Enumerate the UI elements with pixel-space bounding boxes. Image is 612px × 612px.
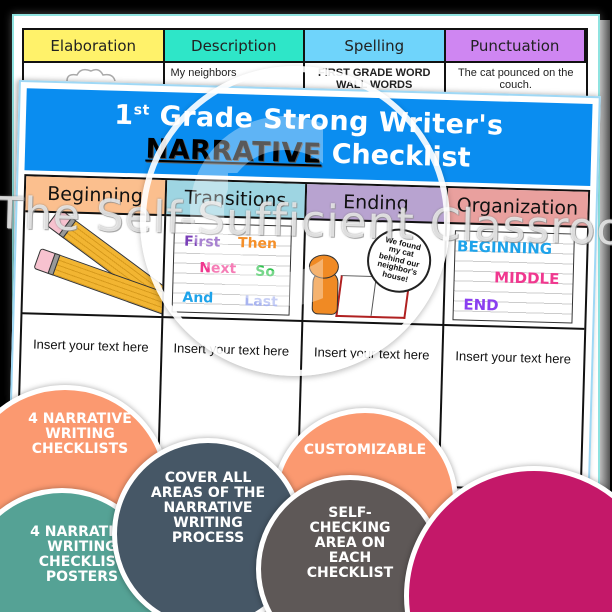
title-grade-suffix: st bbox=[133, 102, 151, 119]
page-title-line2: NARRATIVE Checklist bbox=[145, 134, 471, 174]
back-header-elaboration: Elaboration bbox=[24, 30, 165, 63]
feature-text-customizable: CUSTOMIZABLE bbox=[303, 442, 427, 458]
lined-paper: First Then Next So And Last bbox=[171, 222, 293, 316]
org-word-end: END bbox=[463, 295, 499, 315]
spelling-example-text: FIRST GRADE WORD WALL WORDS bbox=[318, 67, 431, 91]
page-edge-shadow bbox=[600, 20, 610, 610]
title-grade-number: 1 bbox=[113, 99, 135, 132]
header-transitions: Transitions bbox=[165, 180, 308, 221]
back-header-description: Description bbox=[164, 30, 305, 63]
transition-word-so: So bbox=[255, 263, 276, 281]
transition-word-last: Last bbox=[244, 293, 279, 311]
description-example-text: My neighbors bbox=[170, 67, 237, 79]
title-banner: 1st Grade Strong Writer's NARRATIVE Chec… bbox=[24, 88, 593, 186]
beginning-illustration bbox=[22, 212, 166, 319]
transition-word-and: And bbox=[182, 289, 214, 307]
back-header-spelling: Spelling bbox=[305, 30, 446, 63]
back-cell-punctuation: The cat pounced on the couch. bbox=[446, 63, 587, 123]
lined-paper: BEGINNING MIDDLE END bbox=[451, 230, 575, 324]
cloud-icon bbox=[66, 68, 116, 82]
header-beginning: Beginning bbox=[25, 176, 167, 217]
back-header-punctuation: Punctuation bbox=[445, 30, 586, 63]
punctuation-example-text: The cat pounced on the couch. bbox=[457, 67, 574, 91]
title-checklist-word: Checklist bbox=[331, 138, 471, 174]
header-organization: Organization bbox=[446, 188, 589, 228]
transition-word-first: First bbox=[183, 233, 221, 251]
header-ending: Ending bbox=[306, 184, 448, 224]
ending-illustration: We found my cat behind our neighbor's ho… bbox=[303, 220, 447, 326]
org-word-beginning: BEGINNING bbox=[456, 237, 553, 258]
organization-illustration: BEGINNING MIDDLE END bbox=[443, 223, 588, 330]
transition-word-then: Then bbox=[237, 235, 278, 253]
title-narrative-word: NARRATIVE bbox=[145, 133, 323, 170]
transitions-illustration: First Then Next So And Last bbox=[162, 216, 307, 323]
org-word-middle: MIDDLE bbox=[493, 268, 560, 289]
organization-text-field[interactable]: Insert your text here bbox=[455, 348, 572, 367]
transition-word-next: Next bbox=[199, 260, 237, 278]
